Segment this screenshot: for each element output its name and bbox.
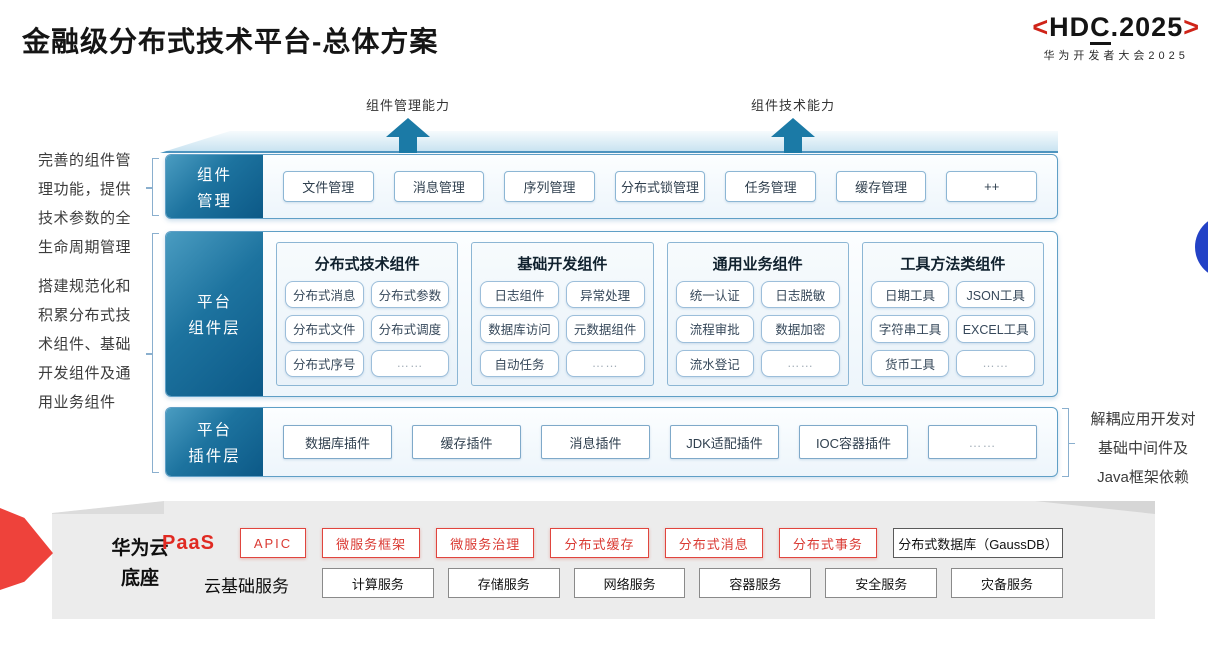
capability-mgmt-label: 组件管理能力 (365, 98, 450, 113)
capability-tech: 组件技术能力 (713, 95, 873, 153)
component-chip: 分布式文件 (285, 315, 364, 343)
bracket-left-rows23 (146, 233, 159, 473)
hdc-logo-text: <HDC.2025> (1032, 12, 1200, 45)
chip-message-plugin: 消息插件 (541, 425, 650, 459)
huawei-cloud-base: 华为云底座 PaaS 云基础服务 APIC 微服务框架 微服务治理 分布式缓存 … (52, 501, 1155, 619)
platform-roof-band (160, 131, 1058, 153)
iaas-box-compute: 计算服务 (322, 568, 434, 598)
component-chip: 分布式序号 (285, 349, 364, 377)
iaas-box-disaster-recovery: 灾备服务 (951, 568, 1063, 598)
page-title: 金融级分布式技术平台-总体方案 (22, 26, 439, 57)
red-pointer-icon (0, 508, 53, 590)
huawei-cloud-base-label: 华为云底座 (111, 538, 169, 589)
row-component-mgmt-label: 组件管理 (166, 155, 263, 218)
component-chip: 货币工具 (870, 349, 950, 377)
iaas-label: 云基础服务 (204, 577, 289, 596)
paas-box-distributed-cache: 分布式缓存 (550, 528, 649, 558)
chip-cache-mgmt: 缓存管理 (835, 171, 927, 202)
component-chip: EXCEL工具 (956, 315, 1035, 343)
component-chip: 自动任务 (480, 349, 559, 377)
component-chip: 异常处理 (565, 281, 645, 309)
component-chip-more: …… (370, 349, 450, 377)
row-platform-components: 平台组件层 分布式技术组件 分布式消息 分布式参数 分布式文件 分布式调度 分布… (165, 231, 1058, 397)
chip-more: …… (928, 425, 1037, 459)
group-basic-dev: 基础开发组件 日志组件 异常处理 数据库访问 元数据组件 自动任务 …… (471, 242, 654, 386)
paas-label: PaaS (162, 532, 215, 554)
note-decouple: 解耦应用开发对 基础中间件及 Java框架依赖 (1090, 411, 1196, 486)
row-component-mgmt: 组件管理 文件管理 消息管理 序列管理 分布式锁管理 任务管理 缓存管理 ++ (165, 154, 1058, 219)
paas-box-microservice-governance: 微服务治理 (436, 528, 535, 558)
component-chip: 分布式调度 (370, 315, 450, 343)
capability-mgmt: 组件管理能力 (328, 95, 488, 153)
blue-circle-decoration (1195, 215, 1208, 279)
chip-cache-plugin: 缓存插件 (412, 425, 521, 459)
component-chip: 分布式消息 (285, 281, 364, 309)
group-distributed-tech: 分布式技术组件 分布式消息 分布式参数 分布式文件 分布式调度 分布式序号 …… (276, 242, 459, 386)
component-chip-more: …… (761, 349, 840, 377)
component-chip: 流水登记 (675, 349, 755, 377)
iaas-box-storage: 存储服务 (447, 568, 560, 598)
row-platform-components-label: 平台组件层 (166, 232, 263, 396)
up-arrow-icon (713, 118, 873, 153)
component-chip: 统一认证 (675, 281, 755, 309)
note-component-mgmt: 完善的组件管理功能，提供技术参数的全生命周期管理 (38, 152, 132, 256)
logo-bracket-left: < (1032, 12, 1050, 42)
paas-box-distributed-transaction: 分布式事务 (778, 528, 878, 558)
iaas-services-row: 计算服务 存储服务 网络服务 容器服务 安全服务 灾备服务 (322, 568, 1063, 598)
paas-box-microservice-framework: 微服务框架 (322, 528, 421, 558)
paas-box-gaussdb: 分布式数据库（GaussDB） (893, 528, 1064, 558)
component-chip: 数据加密 (761, 315, 840, 343)
iaas-box-network: 网络服务 (573, 568, 686, 598)
component-chip: 日期工具 (870, 281, 950, 309)
up-arrow-icon (328, 118, 488, 153)
bracket-right-row3 (1062, 408, 1075, 477)
component-chip: 分布式参数 (370, 281, 450, 309)
hdc-logo: <HDC.2025> 华为开发者大会2025 (1032, 12, 1200, 63)
iaas-box-container: 容器服务 (699, 568, 812, 598)
chip-more: ++ (946, 171, 1038, 202)
component-chip: 流程审批 (675, 315, 755, 343)
iaas-box-security: 安全服务 (825, 568, 938, 598)
logo-bracket-right: > (1183, 12, 1200, 42)
chip-ioc-plugin: IOC容器插件 (799, 425, 908, 459)
group-common-business: 通用业务组件 统一认证 日志脱敏 流程审批 数据加密 流水登记 …… (666, 242, 849, 386)
chip-sequence-mgmt: 序列管理 (504, 171, 595, 202)
hdc-logo-subtitle: 华为开发者大会2025 (1043, 50, 1189, 62)
bracket-left-row1 (146, 158, 159, 216)
component-chip: 日志脱敏 (761, 281, 840, 309)
paas-box-apic: APIC (240, 528, 306, 558)
component-chip-more: …… (565, 349, 645, 377)
component-chip: 日志组件 (480, 281, 559, 309)
component-chip: 字符串工具 (870, 315, 950, 343)
chip-jdk-plugin: JDK适配插件 (670, 425, 779, 459)
chip-file-mgmt: 文件管理 (283, 171, 374, 202)
chip-db-plugin: 数据库插件 (283, 425, 392, 459)
component-chip: 数据库访问 (480, 315, 559, 343)
capability-tech-label: 组件技术能力 (750, 98, 835, 113)
component-chip: JSON工具 (956, 281, 1035, 309)
note-component-build: 搭建规范化和积累分布式技术组件、基础开发组件及通用业务组件 (38, 278, 132, 411)
group-tool-methods: 工具方法类组件 日期工具 JSON工具 字符串工具 EXCEL工具 货币工具 …… (861, 242, 1044, 386)
chip-task-mgmt: 任务管理 (725, 171, 816, 202)
paas-services-row: APIC 微服务框架 微服务治理 分布式缓存 分布式消息 分布式事务 分布式数据… (240, 528, 1064, 558)
row-platform-plugins-label: 平台插件层 (166, 408, 263, 476)
chip-dist-lock-mgmt: 分布式锁管理 (614, 171, 706, 202)
chip-message-mgmt: 消息管理 (393, 171, 485, 202)
component-chip-more: …… (956, 349, 1035, 377)
row-platform-plugins: 平台插件层 数据库插件 缓存插件 消息插件 JDK适配插件 IOC容器插件 …… (165, 407, 1058, 477)
component-chip: 元数据组件 (565, 315, 645, 343)
paas-box-distributed-message: 分布式消息 (664, 528, 763, 558)
